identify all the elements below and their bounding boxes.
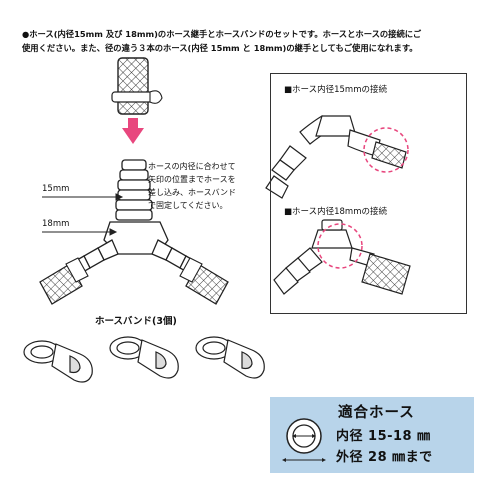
- dashed-highlight-18: [317, 223, 363, 269]
- hose-bands-title: ホースバンド(3個): [95, 316, 177, 327]
- label-15mm: 15mm: [42, 184, 70, 194]
- hose-band-1: [23, 340, 93, 383]
- instruction-line-4: で固定してください。: [148, 201, 228, 210]
- instruction-line-2: 矢印の位置までホースを: [148, 175, 236, 184]
- left-hose: [39, 257, 89, 305]
- description-line-1: ●ホース(内径15mm 及び 18mm)のホース継手とホースバンドのセットです。…: [22, 29, 422, 39]
- spec-inner-diameter: 内径 15-18 ㎜: [336, 429, 431, 444]
- spec-outer-diameter: 外径 28 ㎜まで: [336, 450, 433, 465]
- instruction-line-3: 差し込み、ホースバンド: [148, 188, 236, 197]
- spec-title: 適合ホース: [338, 405, 415, 421]
- hose-diameter-icon: [282, 418, 326, 462]
- product-description: ●ホース(内径15mm 及び 18mm)のホース継手とホースバンドのセットです。…: [22, 27, 472, 55]
- right-hose: [179, 257, 229, 305]
- instruction-line-1: ホースの内径に合わせて: [148, 162, 236, 171]
- hose-band-3: [195, 336, 265, 379]
- top-hose: [111, 57, 163, 115]
- insert-arrow: [122, 118, 144, 144]
- hose-band-2: [109, 336, 179, 379]
- panel-detail-15mm: [265, 115, 407, 199]
- panel-detail-18mm: [273, 219, 411, 295]
- caption-15mm-connection: ■ホース内径15mmの接続: [284, 85, 387, 95]
- label-18mm: 18mm: [42, 219, 70, 229]
- dashed-highlight-15: [363, 127, 409, 173]
- caption-18mm-connection: ■ホース内径18mmの接続: [284, 207, 387, 217]
- size-leaders: [42, 193, 124, 236]
- insertion-instruction: ホースの内径に合わせて 矢印の位置までホースを 差し込み、ホースバンド で固定し…: [148, 160, 268, 212]
- description-line-2: 使用ください。また、径の違う３本のホース(内径 15mm と 18mm)の継手と…: [22, 43, 418, 53]
- connection-examples-panel: [270, 73, 467, 314]
- y-connector: [69, 159, 201, 277]
